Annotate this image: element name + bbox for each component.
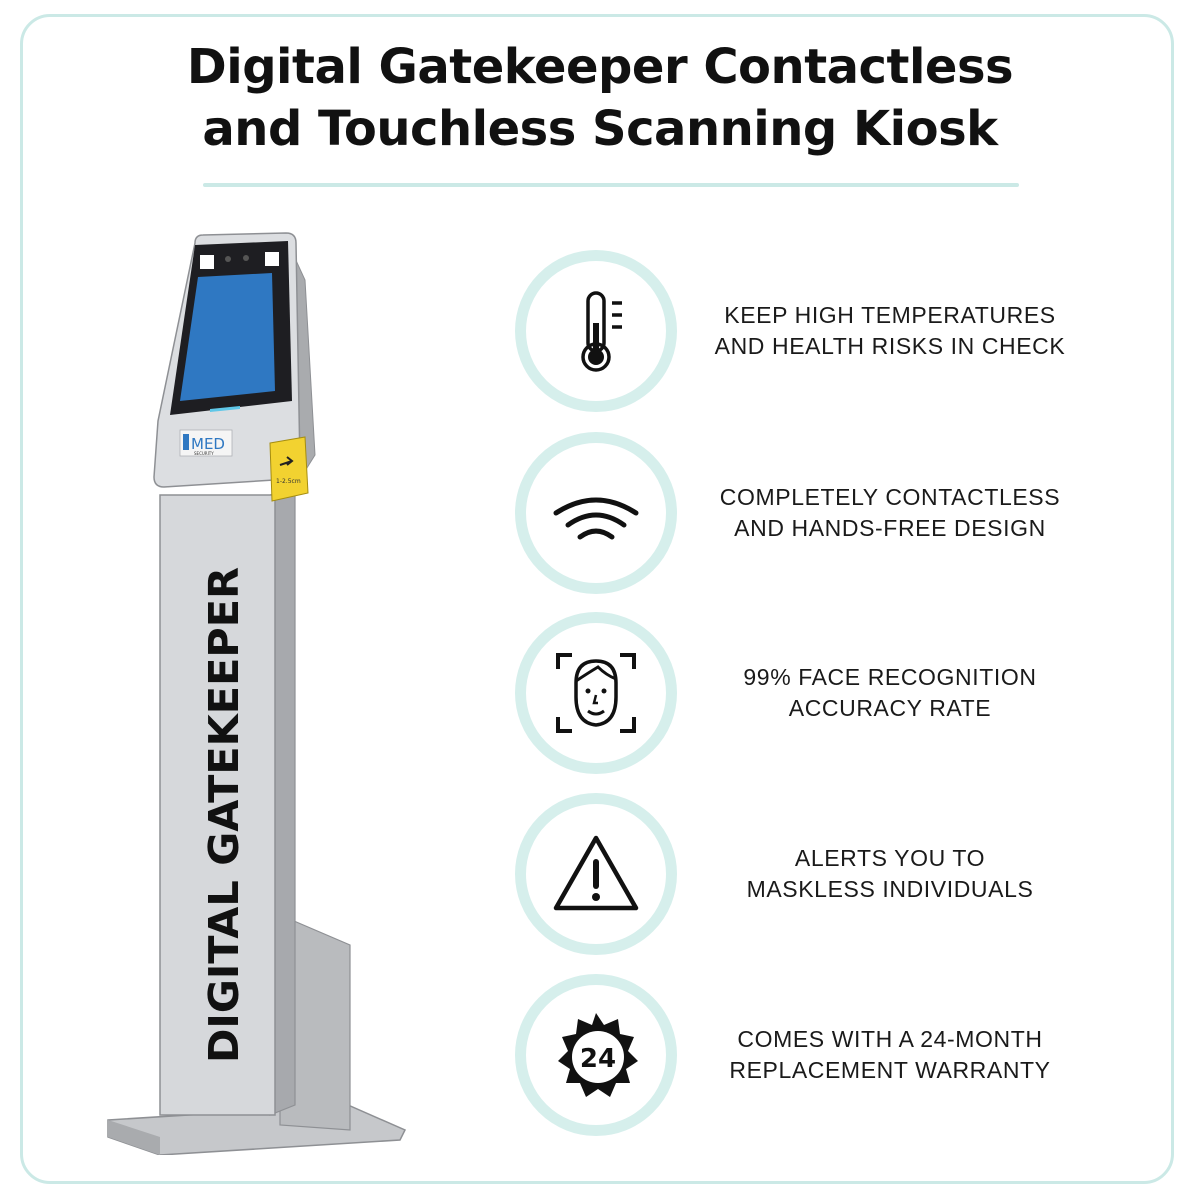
kiosk-screen [180,273,275,401]
thermometer-icon [581,291,622,372]
feature-contactless: COMPLETELY CONTACTLESS AND HANDS-FREE DE… [515,432,1115,594]
warranty-badge-icon: 24 [558,1013,638,1097]
kiosk-sensor-label: 1-2.5cm [276,478,301,485]
kiosk-pole-text: DIGITAL GATEKEEPER [200,567,248,1063]
feature-line-2: ACCURACY RATE [788,695,992,721]
feature-line-1: COMES WITH A 24-MONTH [737,1026,1043,1052]
feature-mask-alert: ALERTS YOU TO MASKLESS INDIVIDUALS [515,793,1115,955]
feature-temperature: KEEP HIGH TEMPERATURES AND HEALTH RISKS … [515,250,1115,412]
feature-text: COMES WITH A 24-MONTH REPLACEMENT WARRAN… [685,974,1095,1136]
warranty-badge-number: 24 [580,1044,616,1074]
feature-text: ALERTS YOU TO MASKLESS INDIVIDUALS [685,793,1095,955]
feature-face-recognition: 99% FACE RECOGNITION ACCURACY RATE [515,612,1115,774]
feature-line-2: REPLACEMENT WARRANTY [729,1057,1051,1083]
title-line-1: Digital Gatekeeper Contactless [186,39,1014,95]
feature-text: 99% FACE RECOGNITION ACCURACY RATE [685,612,1095,774]
feature-text: KEEP HIGH TEMPERATURES AND HEALTH RISKS … [685,250,1095,412]
feature-icon-ring [515,250,677,412]
page-title: Digital Gatekeeper Contactless and Touch… [0,36,1200,160]
kiosk-logo-text: MED [191,435,225,453]
feature-icon-ring: 24 [515,974,677,1136]
title-line-2: and Touchless Scanning Kiosk [202,101,998,157]
face-scan-icon [556,653,636,733]
title-divider [203,183,1019,187]
feature-line-1: 99% FACE RECOGNITION [743,664,1037,690]
feature-line-2: MASKLESS INDIVIDUALS [746,876,1034,902]
kiosk-logo-subtext: SECURITY [194,451,214,456]
kiosk-camera-right [265,252,279,266]
feature-icon-ring [515,793,677,955]
feature-line-2: AND HEALTH RISKS IN CHECK [714,333,1066,359]
feature-icon-ring [515,612,677,774]
feature-warranty: 24 COMES WITH A 24-MONTH REPLACEMENT WAR… [515,974,1115,1136]
kiosk-illustration: DIGITAL GATEKEEPER MED SECURITY 1-2.5cm [107,232,407,1155]
kiosk-hand-sensor [269,436,309,502]
feature-line-1: ALERTS YOU TO [794,845,986,871]
kiosk-pole [159,494,276,1116]
wireless-icon [553,497,639,540]
feature-line-1: KEEP HIGH TEMPERATURES [724,302,1056,328]
feature-icon-ring [515,432,677,594]
feature-line-2: AND HANDS-FREE DESIGN [734,515,1046,541]
kiosk-camera-left [200,255,214,269]
feature-line-1: COMPLETELY CONTACTLESS [719,484,1061,510]
warning-icon [553,835,639,911]
feature-text: COMPLETELY CONTACTLESS AND HANDS-FREE DE… [685,432,1095,594]
